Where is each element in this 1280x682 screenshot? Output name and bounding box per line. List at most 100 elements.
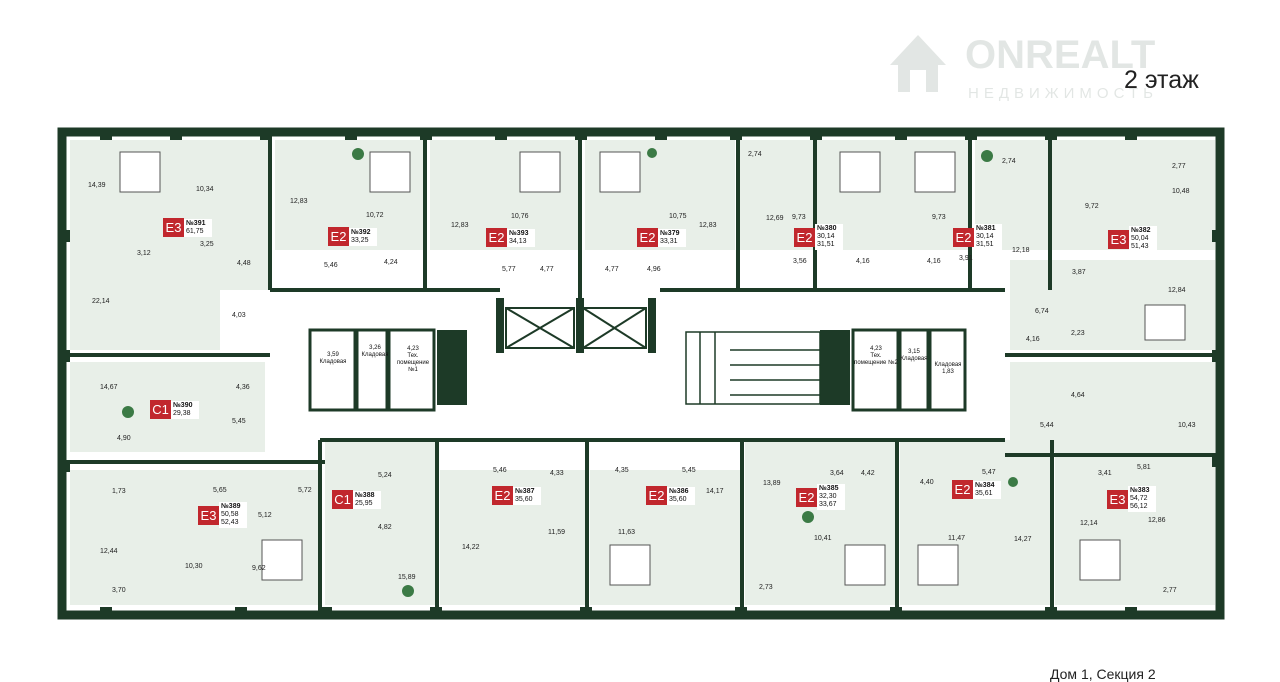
room-area-label: 5,45 [682,467,696,474]
corridor [270,290,1005,440]
room-area-label: 5,81 [1137,464,1151,471]
core-walls [437,298,850,405]
apartment-area: 29,38 [173,409,191,417]
room-area-label: 3,70 [112,587,126,594]
room-area-label: 14,67 [100,384,118,391]
room-area-label: 11,47 [948,535,965,542]
room-area-label: 5,72 [298,487,312,494]
apartment-area-total: 56,12 [1130,503,1148,510]
room-area-label: 10,75 [669,213,687,220]
room-area-label: 2,23 [1071,330,1085,337]
room-area-label: 10,34 [196,186,214,193]
apartment-area: 54,72 [1130,495,1148,502]
apartment-number: №391 [186,219,206,227]
apartment-type-badge: E3 [1107,489,1128,509]
room-area-label: 3,41 [1098,470,1112,477]
room-area-label: 10,41 [814,535,832,542]
room-area-label: 4,77 [605,266,619,273]
room-area-label: 5,45 [232,418,246,425]
elevator-shafts [505,307,647,349]
apartment-area-total: 51,43 [1131,243,1149,250]
room-area-label: 4,77 [540,266,554,273]
room-area-label: 12,69 [766,215,784,222]
room-area-label: 12,14 [1080,520,1098,527]
service-room-walls [308,328,967,412]
apartment-number: №390 [173,401,193,409]
apartment-number: №385 [819,485,839,492]
apartment-type-badge: E2 [328,227,349,246]
room-area-label: 12,44 [100,548,118,555]
room-area-label: 4,33 [550,470,564,477]
room-area-label: 4,96 [647,266,661,273]
apartment-type-badge: E2 [953,227,974,247]
apartment-type-badge: E2 [492,486,513,505]
room-area-label: 10,30 [185,563,203,570]
room-area-label: 12,84 [1168,287,1186,294]
apartment-area-total: 33,67 [819,501,837,508]
room-area-label: 2,77 [1172,163,1186,170]
apartment-area: 50,58 [221,511,239,518]
room-area-label: 4,42 [861,470,875,477]
apartment-type-badge: E2 [646,486,667,505]
room-area-label: 10,72 [366,212,384,219]
house-logo-icon [890,35,946,92]
room-area-label: 2,77 [1163,587,1177,594]
brand-watermark: ONREALT НЕДВИЖИМОСТЬ [890,33,1158,102]
room-area-label: 3,91 [959,255,973,262]
room-area-label: 14,17 [706,488,724,495]
apartment-number: №381 [976,225,996,232]
room-area-label: 5,44 [1040,422,1054,429]
apartment-type-badge: E3 [163,218,184,237]
apartment-number: №387 [515,487,535,495]
room-area-label: 5,47 [982,469,996,476]
apartment-area: 33,25 [351,236,369,244]
room-area-label: 4,24 [384,259,398,266]
room-area-label: 13,89 [763,480,781,487]
room-area-label: 4,16 [1026,336,1040,343]
apartment-number: №389 [221,503,241,510]
room-area-label: 10,48 [1172,188,1190,195]
apartment-number: №379 [660,229,680,237]
room-area-label: 12,86 [1148,517,1166,524]
apartment-area: 33,31 [660,237,678,245]
watermark-tagline: НЕДВИЖИМОСТЬ [968,85,1158,102]
room-area-label: 2,73 [759,584,773,591]
apartment-area: 25,95 [355,499,373,507]
room-area-label: 12,18 [1012,247,1030,254]
apartment-type-badge: E2 [796,487,817,507]
section-caption: Дом 1, Секция 2 [1050,666,1156,682]
room-area-label: 4,35 [615,467,629,474]
room-area-label: 12,83 [290,198,308,205]
room-area-label: 4,16 [927,258,941,265]
room-area-label: 4,16 [856,258,870,265]
apartment-number: №388 [355,491,375,499]
facade-piers [58,128,1224,619]
apartment-number: №383 [1130,487,1150,494]
apartment-type-badge: C1 [150,400,171,419]
apartment-area: 35,60 [515,495,533,503]
room-area-label: 4,90 [117,435,131,442]
room-area-label: 22,14 [92,298,110,305]
room-area-label: 5,46 [493,467,507,474]
apartment-area: 32,30 [819,493,837,500]
room-area-label: 9,73 [932,214,946,221]
